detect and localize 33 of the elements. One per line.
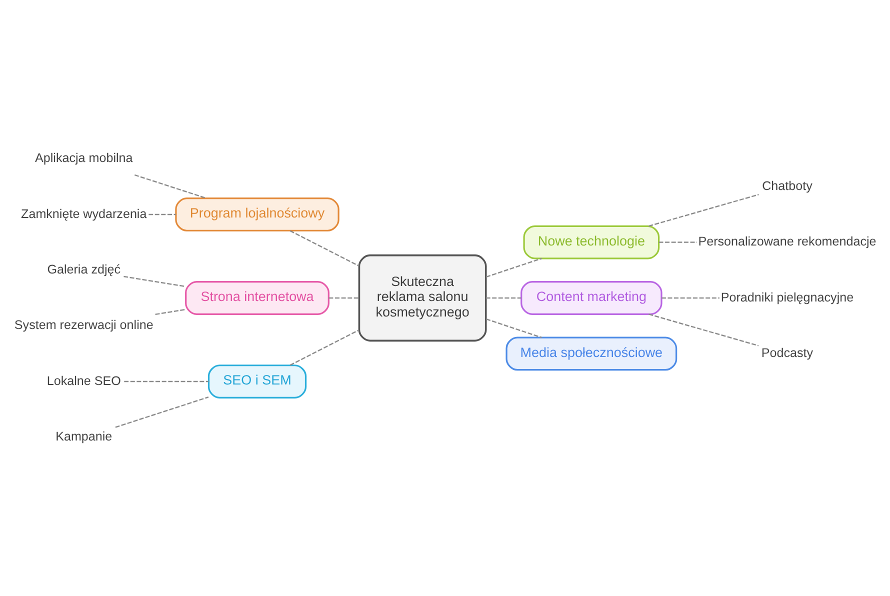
node-text: Galeria zdjęć [47, 262, 121, 276]
node-box: Skuteczna reklama salonu kosmetycznego [358, 254, 487, 342]
connector [648, 314, 759, 346]
node-text: Poradniki pielęgnacyjne [720, 290, 854, 304]
node-box: Media społecznościowe [506, 336, 678, 371]
connector [486, 297, 522, 299]
node-box: Nowe technologie [523, 225, 660, 260]
connector [658, 242, 697, 243]
connector [290, 329, 360, 366]
node-text: Podcasty [761, 346, 814, 360]
connector [134, 174, 207, 199]
node-box: SEO i SEM [208, 364, 307, 399]
connector [124, 276, 186, 288]
node-text: Chatboty [762, 178, 812, 193]
node-text: System rezerwacji online [14, 318, 154, 332]
connector [155, 308, 186, 316]
connector [486, 318, 542, 338]
connector [662, 297, 720, 299]
node-text: Lokalne SEO [46, 374, 121, 388]
node-text: Zamknięte wydarzenia [21, 206, 147, 221]
connector [648, 194, 759, 227]
connector [124, 380, 209, 382]
connector [115, 396, 209, 428]
node-box: Program lojalnościowy [175, 197, 340, 232]
node-text: Aplikacja mobilna [35, 151, 133, 166]
connector [486, 258, 542, 278]
node-box: Strona internetowa [185, 281, 330, 315]
connector [328, 297, 360, 299]
node-text: Personalizowane rekomendacje [698, 234, 876, 249]
connector [290, 230, 360, 267]
node-box: Content marketing [520, 281, 662, 315]
connector [148, 214, 176, 216]
node-text: Kampanie [56, 430, 112, 444]
